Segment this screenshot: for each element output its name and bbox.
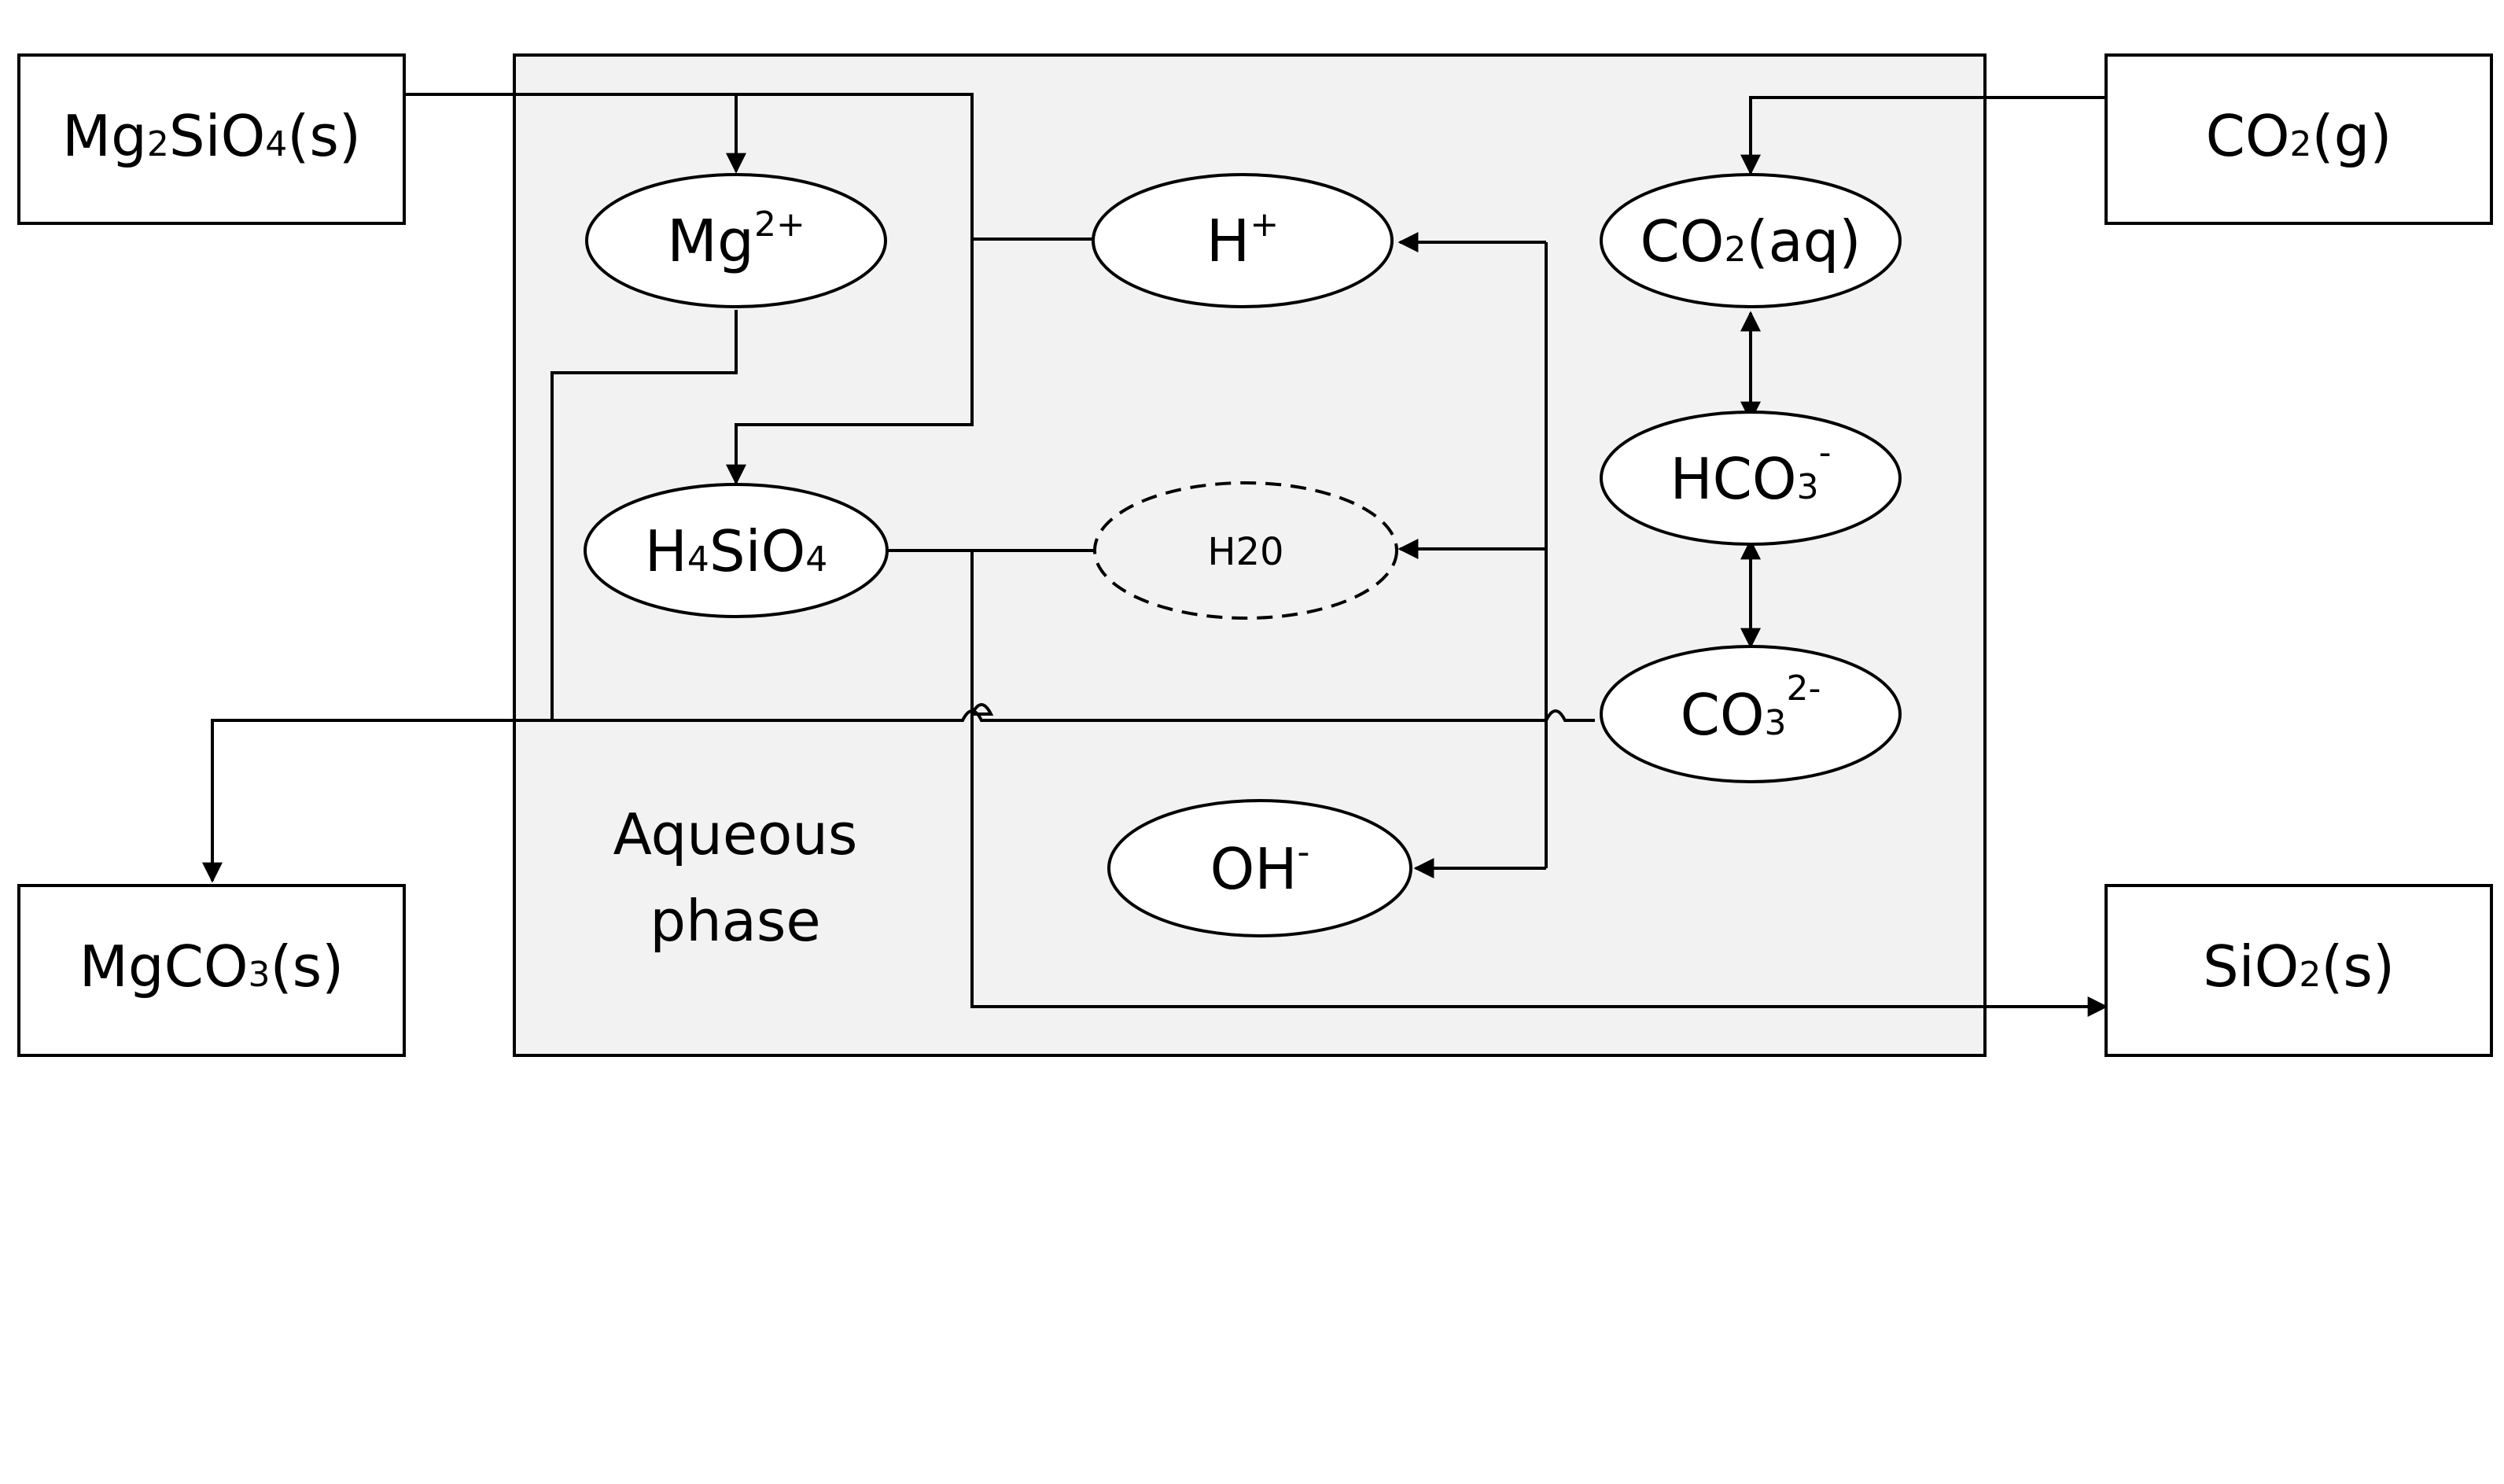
mgco3-box	[17, 884, 406, 1057]
species-h4sio4: H4SiO4	[584, 483, 889, 618]
co2g-to-co2aq-line	[1740, 96, 2106, 175]
h4sio4-ellipse	[584, 483, 889, 618]
co3-label: CO32-	[1681, 668, 1821, 748]
aqueous-phase-label-line2: phase	[650, 888, 820, 954]
hco3-label: HCO3-	[1670, 433, 1832, 512]
species-h2o: H20	[1093, 481, 1398, 620]
co2g-label: CO2(g)	[2206, 103, 2392, 169]
co3-ellipse	[1600, 645, 1902, 783]
mg-to-mgco3-line	[551, 310, 738, 720]
h-plus-ellipse	[1092, 173, 1394, 308]
h4sio4-label: H4SiO4	[645, 518, 828, 584]
species-mg: Mg2+	[585, 173, 887, 308]
co2aq-label: CO2(aq)	[1640, 208, 1861, 274]
h-plus-label: H+	[1206, 204, 1280, 275]
mgco3-label: MgCO3(s)	[79, 933, 344, 1000]
oh-label: OH-	[1210, 832, 1310, 902]
sio2-label: SiO2(s)	[2203, 933, 2395, 1000]
species-hco3: HCO3-	[1600, 411, 1902, 546]
mg-label: Mg2+	[667, 204, 805, 275]
species-oh: OH-	[1107, 799, 1412, 937]
co2aq-ellipse	[1600, 173, 1902, 308]
species-co2aq: CO2(aq)	[1600, 173, 1902, 308]
solid-mgco3: MgCO3(s)	[17, 884, 406, 1057]
species-co3: CO32-	[1600, 645, 1902, 783]
mg2sio4-label: Mg2SiO4(s)	[62, 103, 361, 169]
sio2-box	[2104, 884, 2493, 1057]
mg2sio4-box	[17, 53, 406, 225]
co3-to-mgco3-line	[202, 709, 1595, 883]
solid-mg2sio4: Mg2SiO4(s)	[17, 53, 406, 225]
aqueous-phase-label-line1: Aqueous	[613, 801, 858, 867]
h2o-ellipse	[1093, 481, 1398, 620]
hco3-ellipse	[1600, 411, 1902, 546]
oh-ellipse	[1107, 799, 1412, 937]
co2g-box	[2104, 53, 2493, 225]
connectors	[202, 93, 2108, 1017]
solid-sio2: SiO2(s)	[2104, 884, 2493, 1057]
solid-co2g: CO2(g)	[2104, 53, 2493, 225]
mg2sio4-to-h4sio4-line	[726, 93, 974, 485]
h2o-label: H20	[1207, 530, 1283, 574]
mg-ellipse	[585, 173, 887, 308]
species-h-plus: H+	[1092, 173, 1394, 308]
